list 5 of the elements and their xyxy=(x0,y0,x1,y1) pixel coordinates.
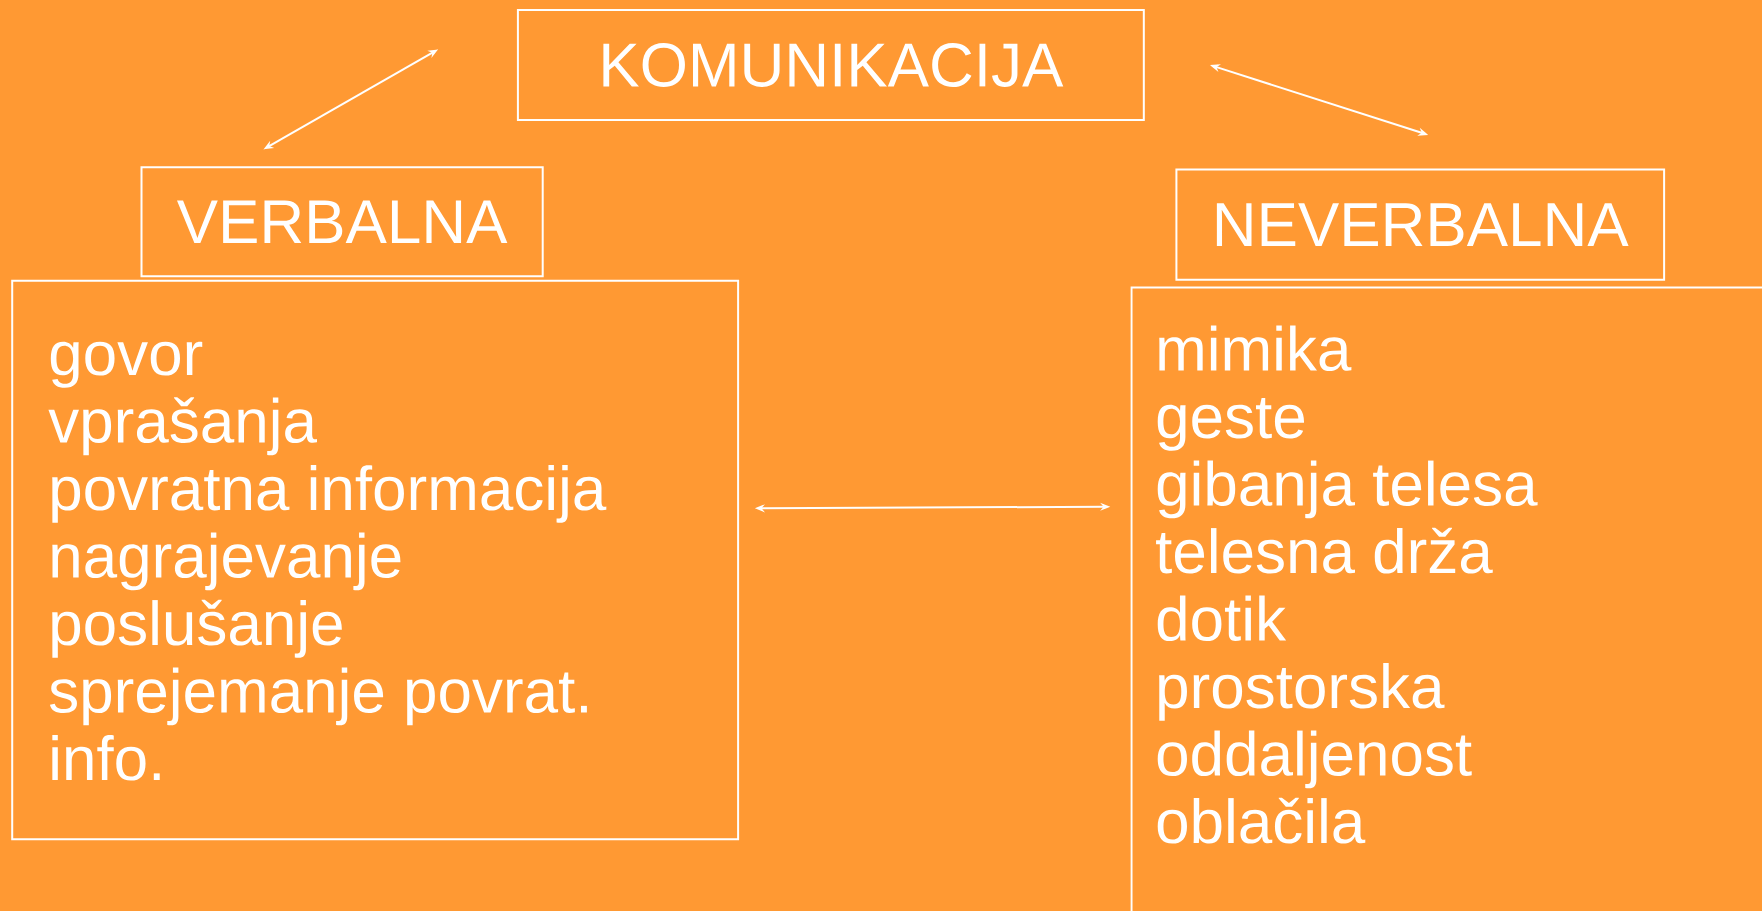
heading-box: KOMUNIKACIJA xyxy=(516,9,1145,122)
list-box: mimika geste gibanja telesa telesna drža dotik prostorska oddaljenost oblačila xyxy=(1130,286,1762,911)
heading-box: NEVERBALNA xyxy=(1175,168,1666,281)
heading-box: VERBALNA xyxy=(140,166,544,278)
list-box: govor vprašanja povratna informacija nagrajevanje poslušanje sprejemanje povrat. info. xyxy=(11,279,740,841)
